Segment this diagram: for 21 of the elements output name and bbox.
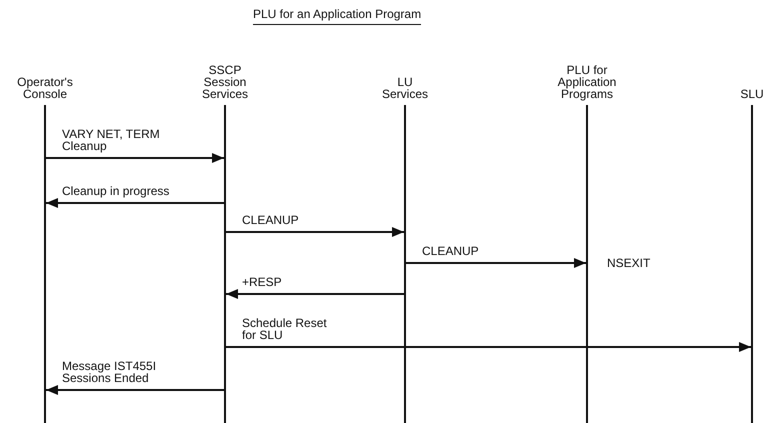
message-label: Schedule Reset for SLU: [242, 317, 328, 341]
message-label: Cleanup in progress: [62, 185, 170, 197]
message-arrow: [46, 153, 224, 163]
message-arrow: [46, 198, 224, 208]
message-label: CLEANUP: [242, 214, 300, 226]
message-arrow: [226, 289, 404, 299]
participant-label: LU Services: [380, 76, 429, 100]
message-label: CLEANUP: [422, 245, 480, 257]
message-label: VARY NET, TERM Cleanup: [62, 128, 161, 152]
participant-label: SSCP Session Services: [200, 64, 249, 100]
message-arrow: [226, 227, 404, 237]
diagram-title: PLU for an Application Program: [253, 8, 422, 25]
participant-label: Operator's Console: [16, 76, 74, 100]
message-arrow: [406, 258, 586, 268]
participant-label: SLU: [739, 88, 765, 100]
process-note: NSEXIT: [607, 257, 650, 269]
participant-label: PLU for Application Programs: [556, 64, 618, 100]
message-label: Message IST455I Sessions Ended: [62, 360, 158, 384]
message-arrow: [226, 342, 751, 352]
message-arrow: [46, 385, 224, 395]
message-label: +RESP: [242, 276, 283, 288]
